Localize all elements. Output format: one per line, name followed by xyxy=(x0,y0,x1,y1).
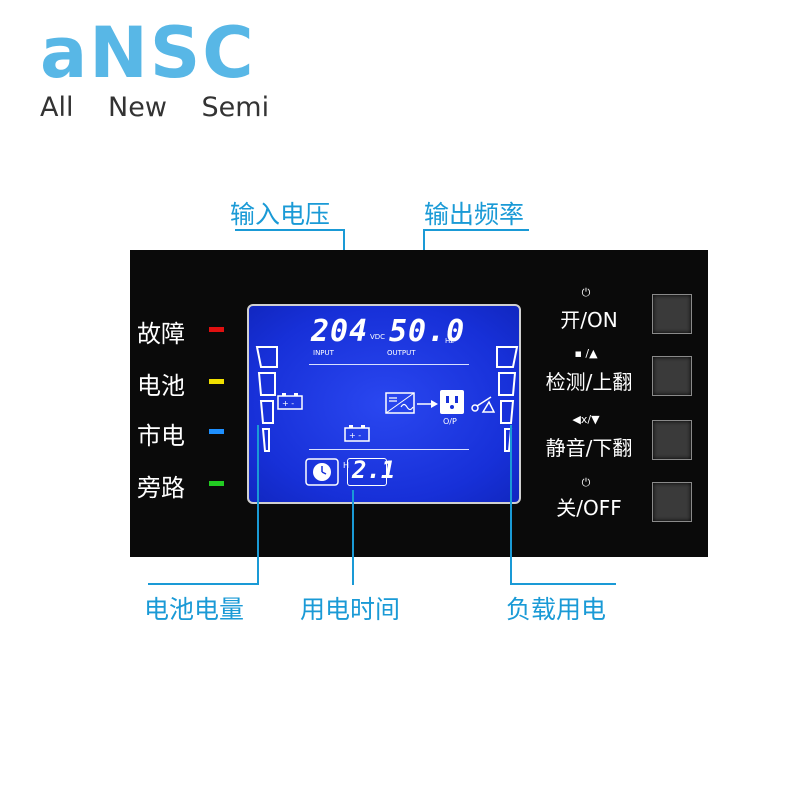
indicator-label: 故障 xyxy=(137,320,185,348)
callout-backup-time: 用电时间 xyxy=(300,595,401,624)
callout-line xyxy=(352,490,354,585)
fault-led xyxy=(209,327,224,332)
test-up-button[interactable] xyxy=(652,356,692,396)
power-on-button[interactable] xyxy=(652,294,692,334)
battery-icon: + - xyxy=(344,425,370,442)
callout-line xyxy=(235,229,345,231)
callout-input-voltage: 输入电压 xyxy=(230,200,331,229)
callout-output-frequency: 输出频率 xyxy=(424,200,525,229)
battery-level-bars xyxy=(255,346,278,452)
power-off-label: 关/OFF xyxy=(556,496,622,520)
indicator-label: 电池 xyxy=(137,372,185,400)
input-voltage-value: 204 xyxy=(311,314,369,349)
indicator-mains: 市电 xyxy=(137,416,227,450)
lcd-divider xyxy=(309,364,469,365)
logo-subtitle: All New Semi xyxy=(40,92,270,123)
output-label: OUTPUT xyxy=(387,349,416,357)
bypass-led xyxy=(209,481,224,486)
load-icon xyxy=(471,396,495,413)
svg-text:+ -: + - xyxy=(349,431,361,440)
time-unit: H xyxy=(343,461,350,470)
mute-down-label: 静音/下翻 xyxy=(545,436,633,460)
outlet-icon xyxy=(440,390,464,414)
power-on-label: 开/ON xyxy=(560,308,618,332)
callout-line xyxy=(423,229,529,231)
indicator-battery: 电池 xyxy=(137,366,227,400)
test-up-label: 检测/上翻 xyxy=(545,370,633,394)
output-unit: Hz xyxy=(445,337,454,345)
inverter-icon xyxy=(385,392,415,414)
time-display-box: 2.1 xyxy=(347,456,395,486)
input-label: INPUT xyxy=(313,349,334,357)
indicator-bypass: 旁路 xyxy=(137,468,227,502)
mute-down-button[interactable] xyxy=(652,420,692,460)
power-off-button[interactable] xyxy=(652,482,692,522)
callout-line xyxy=(148,583,259,585)
indicator-label: 旁路 xyxy=(137,474,185,502)
brand-logo: aNSC All New Semi xyxy=(40,18,269,123)
lcd-divider xyxy=(309,449,469,450)
test-up-icon: ▪ /▲ xyxy=(574,347,598,360)
callout-line xyxy=(257,425,259,585)
callout-load-level: 负载用电 xyxy=(506,595,607,624)
callout-line xyxy=(510,583,616,585)
svg-text:+ -: + - xyxy=(282,399,294,408)
load-level-bars xyxy=(496,346,519,452)
callout-battery-capacity: 电池电量 xyxy=(144,595,245,624)
ups-control-panel: 故障 电池 市电 旁路 204 VDC INPUT 50.0 Hz OUTPUT xyxy=(130,250,708,557)
power-off-icon: ⏻ xyxy=(581,476,591,489)
arrow-icon xyxy=(417,400,438,408)
callout-line xyxy=(510,425,512,585)
indicator-fault: 故障 xyxy=(137,314,227,348)
indicator-label: 市电 xyxy=(137,422,185,450)
output-frequency-value: 50.0 xyxy=(389,314,466,349)
battery-led xyxy=(209,379,224,384)
output-port-label: O/P xyxy=(443,417,457,426)
battery-icon: + - xyxy=(277,393,303,410)
power-on-icon: ⏻ xyxy=(581,286,591,299)
mute-down-icon: ◀x/▼ xyxy=(572,413,600,426)
backup-time-value: 2.1 xyxy=(352,456,396,484)
mains-led xyxy=(209,429,224,434)
logo-mark: aNSC xyxy=(40,12,256,94)
lcd-screen: 204 VDC INPUT 50.0 Hz OUTPUT + - xyxy=(247,304,521,504)
input-unit: VDC xyxy=(370,333,386,341)
clock-icon xyxy=(305,458,339,486)
